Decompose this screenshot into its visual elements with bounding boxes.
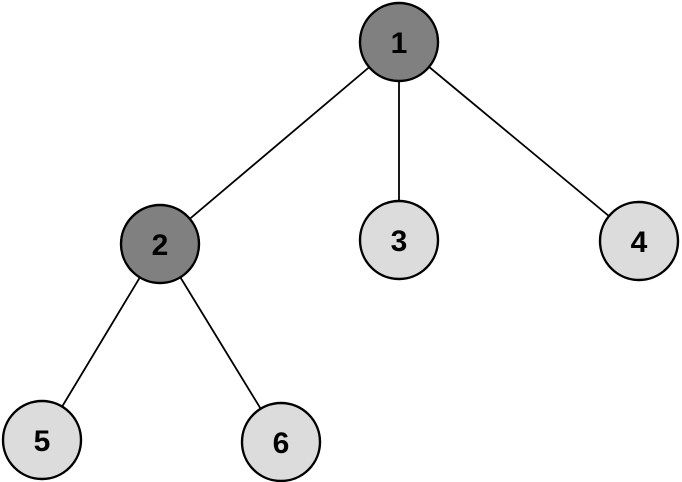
tree-node-2: 2 <box>119 203 201 285</box>
tree-node-1: 1 <box>358 1 440 83</box>
tree-node-label-5: 5 <box>34 425 51 458</box>
tree-edge-1-2 <box>159 41 400 245</box>
tree-node-label-3: 3 <box>391 225 408 258</box>
tree-node-3: 3 <box>358 199 440 281</box>
tree-node-circle-2 <box>119 203 201 285</box>
tree-node-5: 5 <box>1 399 83 481</box>
tree-node-label-1: 1 <box>391 27 408 60</box>
tree-node-6: 6 <box>240 401 322 482</box>
tree-node-circle-1 <box>358 1 440 83</box>
tree-edge-1-4 <box>398 41 640 242</box>
tree-node-circle-4 <box>598 200 680 282</box>
tree-node-4: 4 <box>598 200 680 282</box>
tree-node-circle-5 <box>1 399 83 481</box>
tree-node-circle-3 <box>358 199 440 281</box>
tree-node-circle-6 <box>240 401 322 482</box>
tree-node-label-2: 2 <box>152 229 169 262</box>
tree-node-label-4: 4 <box>631 226 648 259</box>
tree-node-label-6: 6 <box>273 427 290 460</box>
